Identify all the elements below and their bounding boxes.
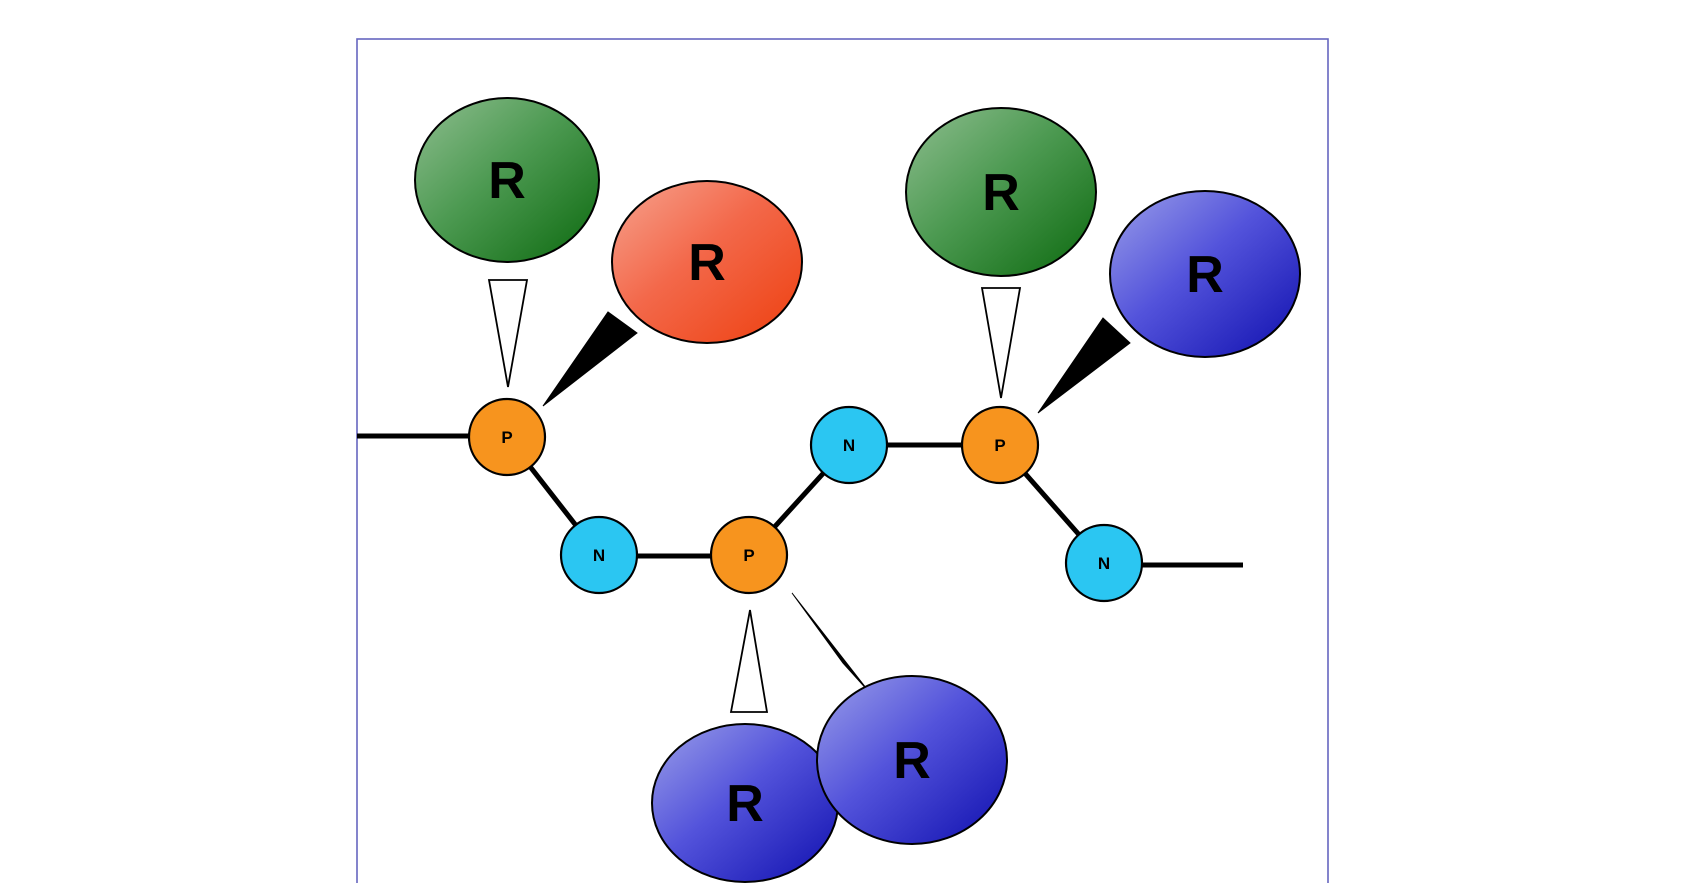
solid-wedge-P3 [1037,317,1131,414]
backbone-node-layer: P N P N P N [467,397,1144,603]
side-group-R-red-ellipse [611,180,803,344]
node-N1-label: N [593,546,605,565]
side-group-R-green-1-label: R [488,152,526,210]
side-group-R-blue-right-label: R [1186,246,1224,304]
side-group-R-blue-bottom-left-label: R [726,775,764,833]
node-N2-label: N [843,436,855,455]
side-group-layer: R R R R R R [414,97,1301,883]
solid-wedge-P1 [542,311,638,407]
side-group-R-blue-bottom-right-ellipse [816,675,1008,845]
wedge-bond-layer [487,279,1131,713]
open-wedge-P2 [729,609,769,713]
side-group-R-blue-right: R [1109,190,1301,358]
node-P2-circle [709,515,789,595]
node-P2: P [709,515,789,595]
node-N2-circle [809,405,889,485]
node-N2: N [809,405,889,485]
node-P3-circle [960,405,1040,485]
node-P3: P [960,405,1040,485]
side-group-R-blue-bottom-right-label: R [893,732,931,790]
node-N1: N [559,515,639,595]
node-P1: P [467,397,547,477]
node-P1-label: P [501,428,512,447]
node-N3-circle [1064,523,1144,603]
solid-wedge-P2 [791,592,871,694]
side-group-R-green-2: R [905,107,1097,277]
open-wedge-P3 [980,287,1022,399]
side-group-R-green-2-label: R [982,164,1020,222]
side-group-R-green-1-ellipse [414,97,600,263]
node-P3-label: P [994,436,1005,455]
node-P2-label: P [743,546,754,565]
node-N3: N [1064,523,1144,603]
side-group-R-blue-right-ellipse [1109,190,1301,358]
node-P1-circle [467,397,547,477]
frame-layer [356,38,1329,883]
side-group-R-red: R [611,180,803,344]
side-group-R-green-1: R [414,97,600,263]
node-N3-label: N [1098,554,1110,573]
side-group-R-blue-bottom-left: R [651,723,839,883]
node-N1-circle [559,515,639,595]
open-wedge-P1 [487,279,529,388]
frame-border [356,38,1329,883]
side-group-R-green-2-ellipse [905,107,1097,277]
side-group-R-red-label: R [688,234,726,292]
side-group-R-blue-bottom-right: R [816,675,1008,845]
